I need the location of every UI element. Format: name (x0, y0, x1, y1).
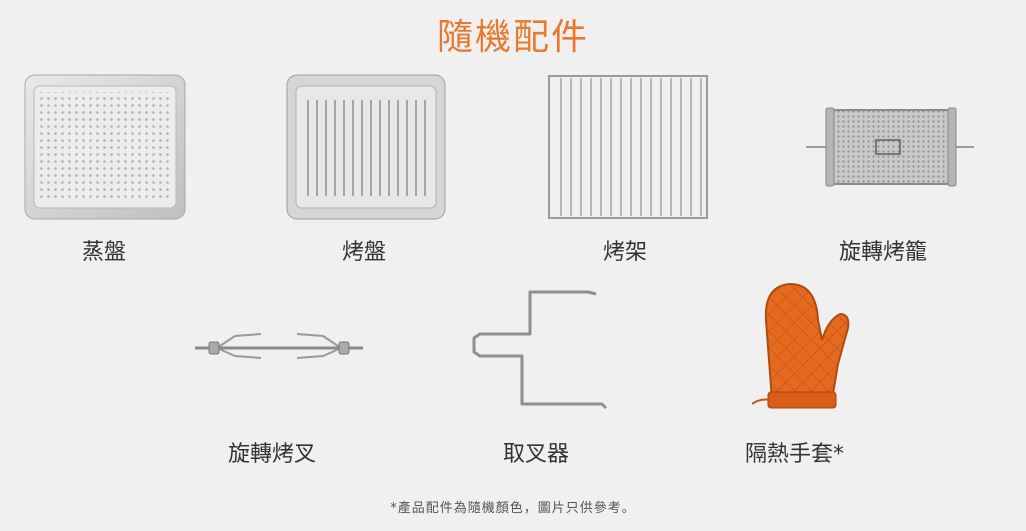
footnote: *產品配件為隨機顏色，圖片只供參考。 (390, 501, 636, 516)
fork-lifter-label: 取叉器 (503, 442, 570, 467)
steam-tray-label: 蒸盤 (82, 240, 127, 265)
page-title: 隨機配件 (436, 17, 589, 58)
rotisserie-fork-icon (195, 326, 363, 366)
oven-mitt-label: 隔熱手套* (745, 442, 845, 467)
baking-tray-label: 烤盤 (342, 240, 387, 265)
oven-mitt-icon (752, 280, 852, 412)
rotisserie-basket-icon (806, 104, 974, 190)
rotisserie-fork-label: 旋轉烤叉 (228, 442, 317, 467)
fork-lifter-icon (470, 288, 610, 412)
wire-rack-label: 烤架 (603, 240, 648, 265)
wire-rack-icon (547, 74, 709, 220)
steam-tray-icon (24, 74, 186, 220)
rotisserie-basket-label: 旋轉烤籠 (839, 240, 928, 265)
baking-tray-icon (286, 74, 446, 220)
